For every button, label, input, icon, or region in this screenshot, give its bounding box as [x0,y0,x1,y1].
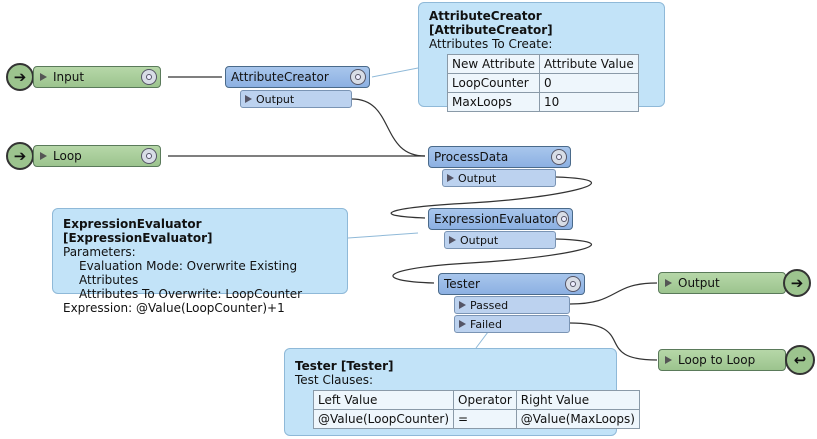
annotation-subtitle: Attributes To Create: [429,37,553,51]
table-row: LoopCounter 0 [447,73,639,93]
header-cell: New Attribute [447,54,540,74]
play-icon [459,320,466,328]
table-row: @Value(LoopCounter) = @Value(MaxLoops) [312,409,640,429]
play-icon [449,236,456,244]
header-cell: Attribute Value [538,54,639,74]
play-icon [665,279,672,287]
output-node[interactable]: Output [658,272,786,294]
process-data-label: ProcessData [434,150,509,164]
annotation-expression: Expression: @Value(LoopCounter)+1 [63,301,285,315]
tester-label: Tester [444,277,480,291]
input-node[interactable]: Input [33,66,161,88]
annotation-mode: Evaluation Mode: Overwrite Existing Attr… [79,259,298,287]
port-label: Output [460,233,499,247]
table-row: MaxLoops 10 [447,92,639,112]
table-cell: LoopCounter [447,73,540,93]
port-label: Passed [470,298,509,312]
wire-process-to-eval [390,176,593,219]
loop-port-icon[interactable]: ➔ [6,142,34,170]
play-icon [40,73,47,81]
annotation-params: Parameters: [63,245,136,259]
loop-node[interactable]: Loop [33,145,161,167]
loop-to-loop-label: Loop to Loop [678,353,756,367]
gear-icon[interactable] [551,149,567,165]
table-cell: MaxLoops [447,92,540,112]
gear-icon[interactable] [141,69,157,85]
wire-creator-to-process [351,98,426,157]
header-cell: Operator [453,390,517,410]
table-header-row: Left Value Operator Right Value [312,390,640,410]
wire-failed-to-loop [569,322,658,361]
attribute-creator-annotation[interactable]: AttributeCreator [AttributeCreator] Attr… [418,2,665,112]
expression-evaluator-output-port[interactable]: Output [444,231,556,249]
port-label: Output [256,92,295,106]
annotation-subtitle: Test Clauses: [295,373,374,387]
wire-eval-to-tester [392,238,593,284]
gear-icon[interactable] [565,276,581,292]
input-node-label: Input [53,70,85,84]
play-icon [40,152,47,160]
annotation-overwrite: Attributes To Overwrite: LoopCounter [79,287,303,301]
table-cell: = [453,409,517,429]
input-port-icon[interactable]: ➔ [6,63,34,91]
annotation-link-creator [371,67,419,78]
annotation-link-eval [347,232,419,239]
expression-evaluator-annotation[interactable]: ExpressionEvaluator [ExpressionEvaluator… [52,208,348,315]
table-cell: 0 [538,73,639,93]
tester-passed-port[interactable]: Passed [454,296,570,314]
annotation-title: ExpressionEvaluator [ExpressionEvaluator… [63,217,213,245]
header-cell: Right Value [515,390,640,410]
process-data-output-port[interactable]: Output [442,169,556,187]
table-cell: 10 [538,92,639,112]
table-cell: @Value(LoopCounter) [312,409,455,429]
output-node-label: Output [678,276,720,290]
tester-annotation[interactable]: Tester [Tester] Test Clauses: Left Value… [284,348,640,436]
tester-node[interactable]: Tester [438,273,585,295]
play-icon [459,301,466,309]
expression-evaluator-node[interactable]: ExpressionEvaluator [428,208,573,230]
output-port-icon[interactable]: ➔ [783,269,811,297]
test-clauses-table: Left Value Operator Right Value @Value(L… [312,390,640,429]
port-label: Failed [470,317,502,331]
attribute-creator-node[interactable]: AttributeCreator [225,66,370,88]
gear-icon[interactable] [141,148,157,164]
annotation-link-tester [475,331,489,349]
annotation-title: AttributeCreator [AttributeCreator] [429,9,553,37]
expression-evaluator-label: ExpressionEvaluator [434,212,557,226]
process-data-node[interactable]: ProcessData [428,146,571,168]
play-icon [245,95,252,103]
table-header-row: New Attribute Attribute Value [447,54,639,74]
attribute-creator-label: AttributeCreator [231,70,329,84]
attribute-creator-output-port[interactable]: Output [240,90,352,108]
port-label: Output [458,171,497,185]
header-cell: Left Value [312,390,455,410]
annotation-title: Tester [Tester] [295,359,394,373]
gear-icon[interactable] [556,211,569,227]
tester-failed-port[interactable]: Failed [454,315,570,333]
gear-icon[interactable] [350,69,366,85]
play-icon [447,174,454,182]
play-icon [665,356,672,364]
attributes-table: New Attribute Attribute Value LoopCounte… [447,54,639,112]
table-cell: @Value(MaxLoops) [515,409,640,429]
loop-return-icon[interactable]: ↩ [785,345,815,375]
wire-passed-to-output [569,282,658,305]
loop-to-loop-node[interactable]: Loop to Loop [658,349,786,371]
loop-node-label: Loop [53,149,82,163]
